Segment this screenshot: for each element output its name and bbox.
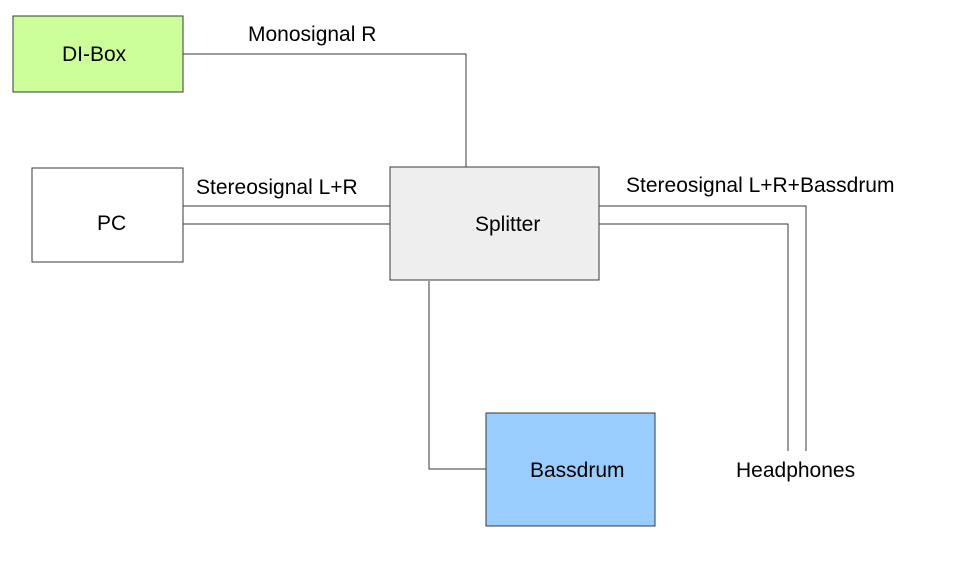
- pc-label: PC: [97, 212, 126, 235]
- splitter-headphones-wire-inner: [599, 223, 789, 451]
- dibox-splitter-wire: [183, 53, 467, 167]
- splitter-label: Splitter: [475, 213, 540, 236]
- monosignal-label: Monosignal R: [248, 23, 376, 46]
- node-labels: DI-Box PC Splitter Bassdrum Headphones: [62, 43, 855, 482]
- edge-labels: Monosignal R Stereosignal L+R Stereosign…: [196, 23, 894, 199]
- dibox-label: DI-Box: [62, 43, 127, 66]
- bassdrum-box: [485, 412, 656, 527]
- splitter-bassdrum-wire: [428, 281, 486, 470]
- bassdrum-label: Bassdrum: [530, 459, 625, 482]
- dibox-box: [12, 15, 184, 93]
- splitter-box: [389, 166, 600, 281]
- connections: [183, 53, 807, 470]
- headphones-label: Headphones: [736, 459, 855, 482]
- stereosignal-pc-label: Stereosignal L+R: [196, 176, 358, 199]
- stereosignal-headphones-label: Stereosignal L+R+Bassdrum: [626, 174, 894, 197]
- splitter-headphones-wire-outer: [599, 205, 807, 451]
- pc-box: [31, 167, 184, 263]
- nodes: [12, 15, 656, 527]
